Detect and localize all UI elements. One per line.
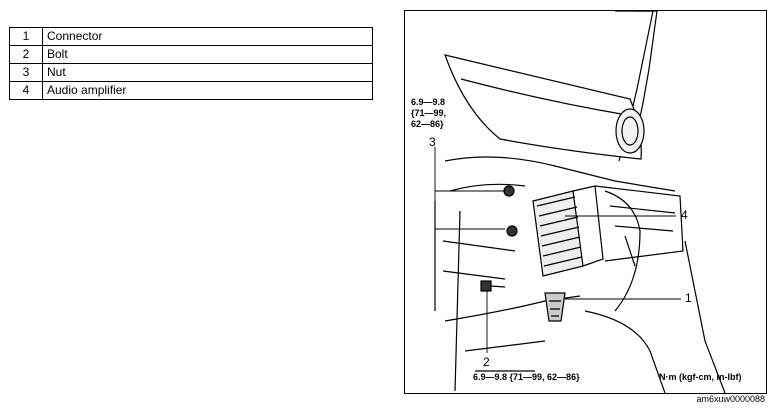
upper-trim-panel xyxy=(444,54,642,160)
amplifier-installation-figure: 6.9—9.8 {71—99, 62—86} 3 4 1 2 6.9—9.8 {… xyxy=(404,10,767,394)
legend-number: 2 xyxy=(9,45,43,64)
legend-number: 3 xyxy=(9,63,43,82)
callout-2: 2 xyxy=(483,355,490,369)
legend-number: 1 xyxy=(9,27,43,46)
bolt-head xyxy=(480,280,492,292)
nut-upper xyxy=(503,185,515,197)
unit-note: N·m (kgf-cm, in-lbf) xyxy=(659,372,742,382)
figure-drawing xyxy=(434,11,726,393)
torque-nut-label: 6.9—9.8 {71—99, 62—86} xyxy=(411,97,446,130)
speaker-grille xyxy=(615,108,645,154)
torque-nut-line-1: 6.9—9.8 xyxy=(411,97,446,107)
connector-body xyxy=(544,292,566,322)
nut-lower xyxy=(506,225,518,237)
legend-label: Nut xyxy=(42,63,373,82)
legend-label: Bolt xyxy=(42,45,373,64)
callout-3: 3 xyxy=(429,135,436,149)
legend-number: 4 xyxy=(9,81,43,100)
figure-code: am6xuw0000088 xyxy=(696,394,765,404)
torque-nut-line-2: {71—99, xyxy=(411,108,447,118)
legend-label: Connector xyxy=(42,27,373,46)
legend-label: Audio amplifier xyxy=(42,81,373,100)
torque-nut-line-3: 62—86} xyxy=(411,119,444,129)
torque-bolt-label: 6.9—9.8 {71—99, 62—86} xyxy=(473,372,580,382)
callout-4: 4 xyxy=(681,208,688,222)
callout-1: 1 xyxy=(685,291,692,305)
